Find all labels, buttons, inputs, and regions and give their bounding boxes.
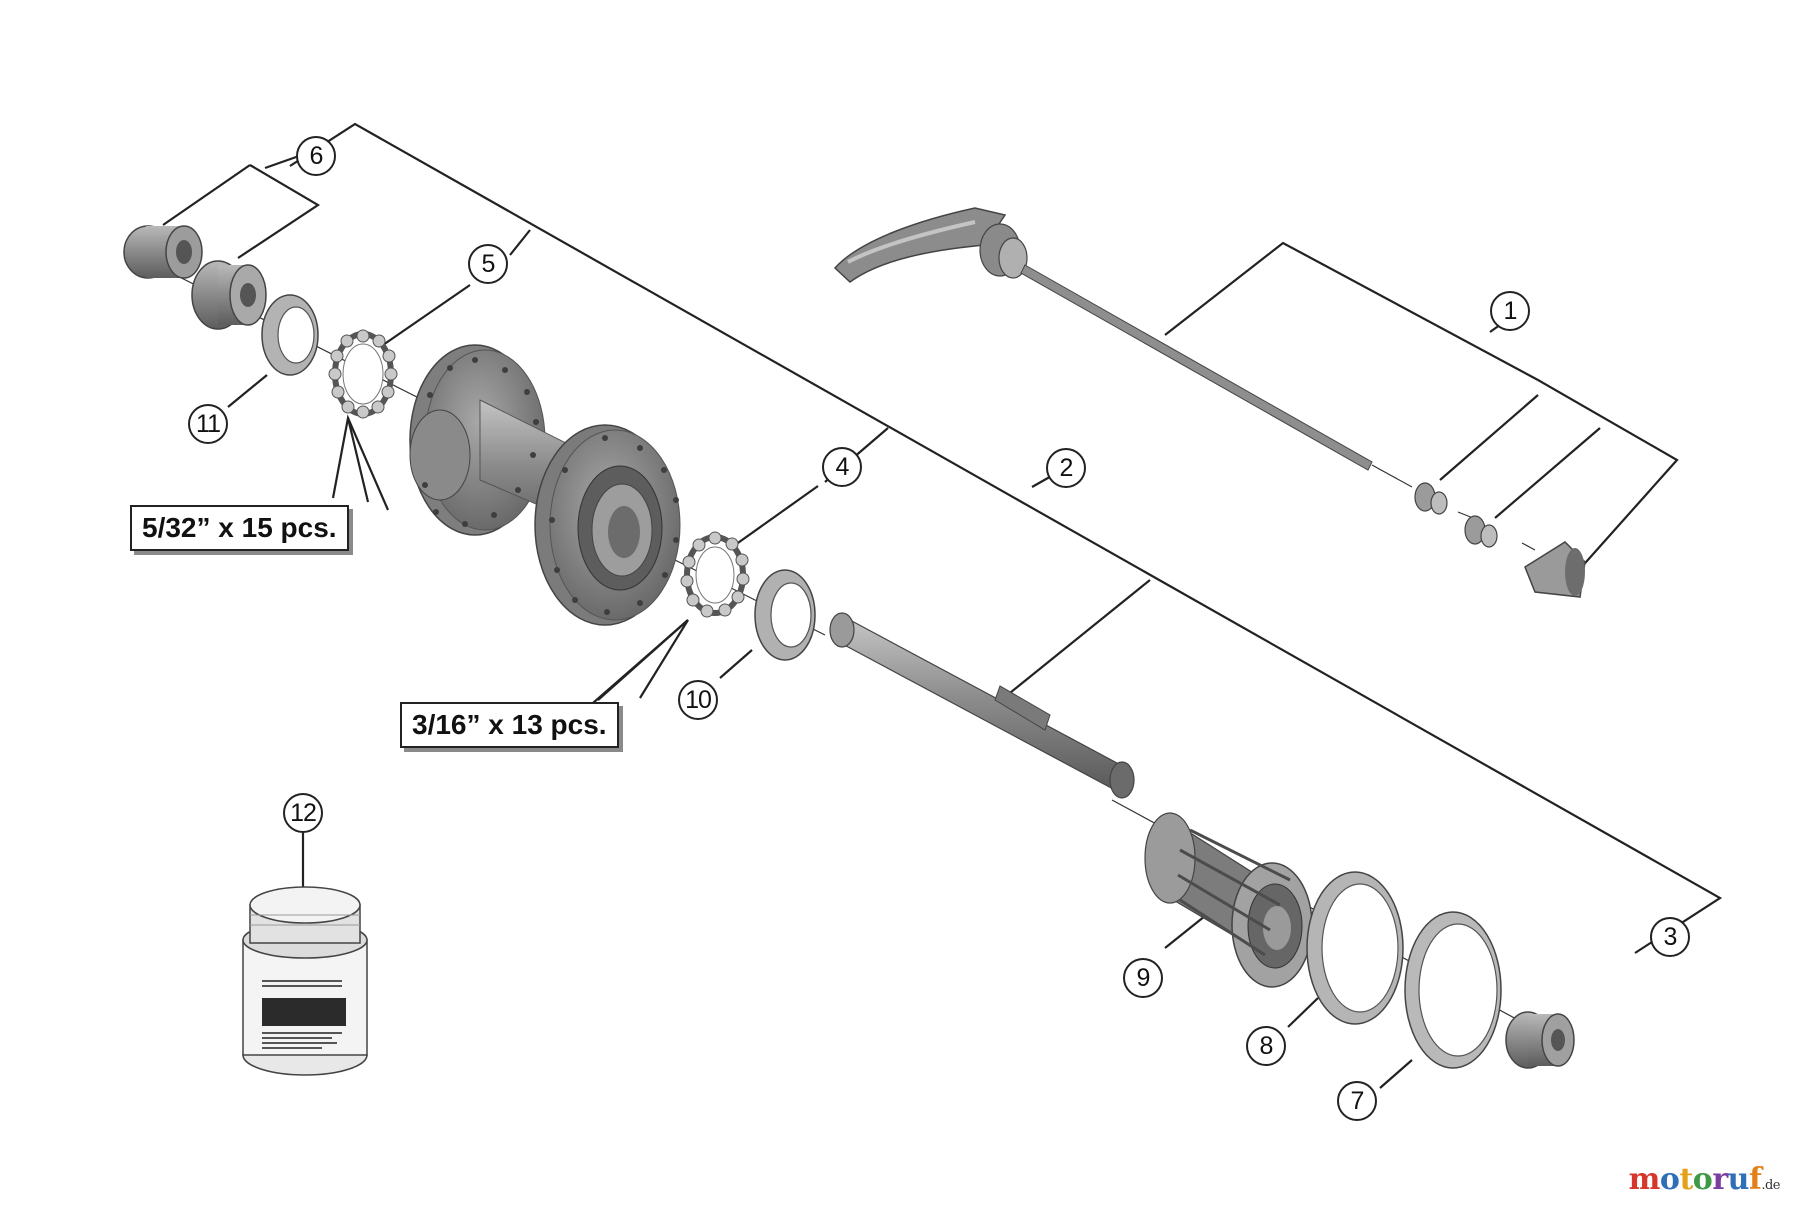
hub-axle — [829, 612, 1135, 799]
logo-letter: t — [1679, 1162, 1693, 1197]
locknut-right — [1505, 1011, 1575, 1069]
logo-letter: f — [1748, 1162, 1762, 1197]
spacer-ring-7 — [1404, 911, 1502, 1069]
seal-left — [261, 294, 319, 376]
skewer-spring-1 — [1414, 482, 1448, 515]
quick-release-skewer — [833, 207, 1586, 598]
callout-6: 6 — [296, 136, 336, 176]
callout-9: 9 — [1123, 958, 1163, 998]
locknut-left — [123, 225, 203, 279]
callout-2: 2 — [1046, 448, 1086, 488]
callout-4: 4 — [822, 447, 862, 487]
seal-right — [754, 569, 816, 661]
logo-letter: m — [1628, 1162, 1661, 1197]
callout-3: 3 — [1650, 917, 1690, 957]
ball-note-hub: 3/16” x 13 pcs. — [400, 702, 619, 748]
callout-10: 10 — [678, 680, 718, 720]
skewer-nut — [1524, 541, 1586, 598]
callout-5: 5 — [468, 244, 508, 284]
hub-shell — [409, 344, 681, 626]
logo-suffix: .de — [1761, 1178, 1780, 1193]
motoruf-logo: motoruf.de — [1628, 1162, 1781, 1197]
grease-jar — [242, 886, 368, 1076]
logo-letter: u — [1727, 1162, 1750, 1197]
callout-1: 1 — [1490, 291, 1530, 331]
logo-letter: r — [1712, 1162, 1728, 1197]
logo-letter: o — [1659, 1162, 1680, 1197]
ball-retainer-right — [680, 531, 750, 618]
skewer-spring-2 — [1464, 515, 1498, 548]
freehub-body — [1144, 812, 1313, 988]
cone-left — [191, 260, 267, 330]
ball-retainer-left — [328, 329, 398, 419]
callout-7: 7 — [1337, 1081, 1377, 1121]
callout-8: 8 — [1246, 1026, 1286, 1066]
callout-12: 12 — [283, 793, 323, 833]
ball-note-left: 5/32” x 15 pcs. — [130, 505, 349, 551]
logo-letter: o — [1692, 1162, 1713, 1197]
callout-11: 11 — [188, 404, 228, 444]
spacer-ring-8 — [1306, 871, 1404, 1025]
